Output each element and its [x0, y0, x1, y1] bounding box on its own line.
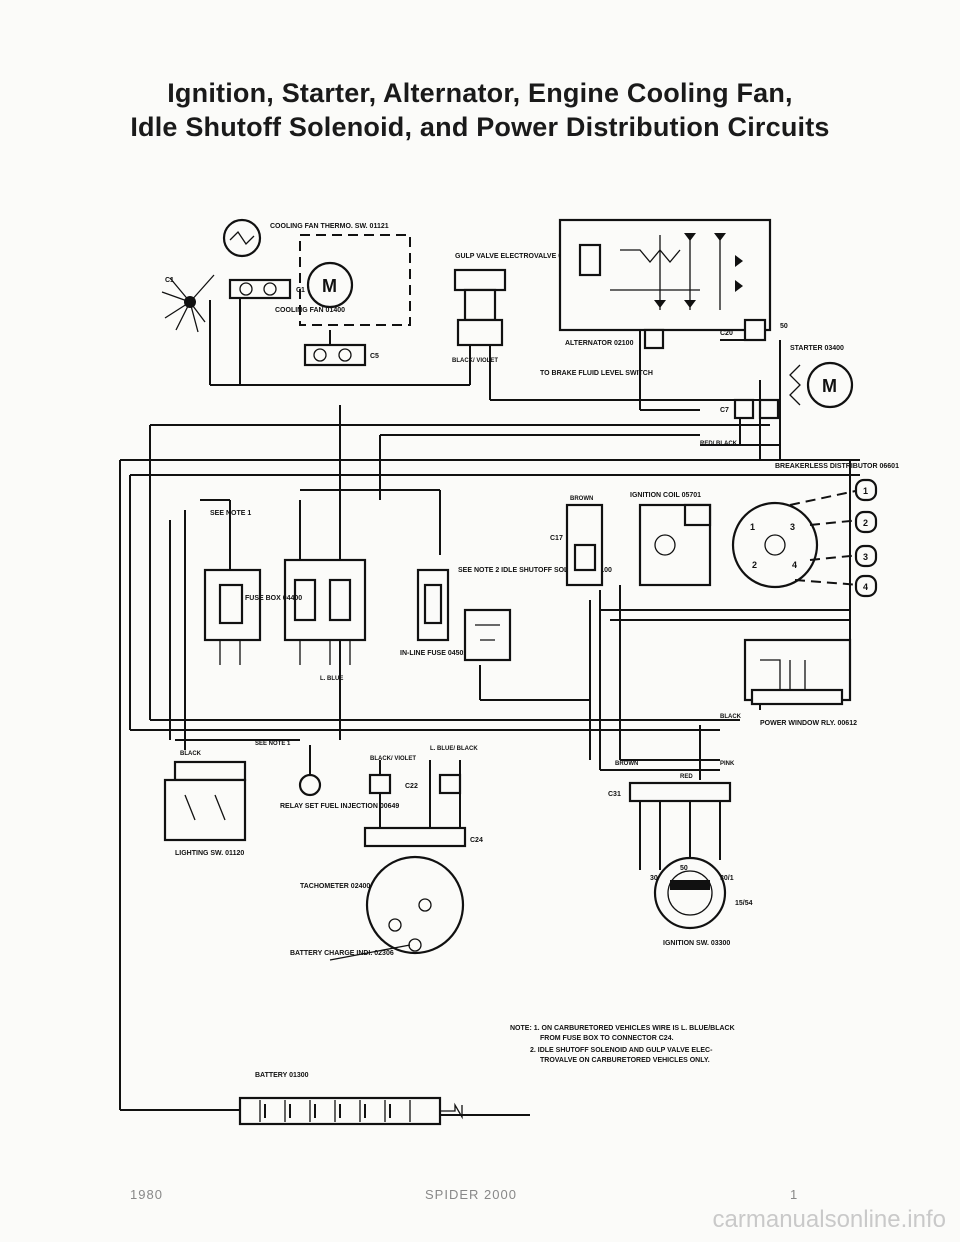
note-2a: 2. IDLE SHUTOFF SOLENOID AND GULP VALVE … [530, 1047, 713, 1054]
lighting-switch-label: LIGHTING SW. 01120 [175, 850, 244, 857]
alternator-label: ALTERNATOR 02100 [565, 340, 634, 347]
fuse-lblue-label: L. BLUE [320, 676, 343, 682]
idle-shutoff-solenoid: SEE NOTE 2 IDLE SHUTOFF SOLENOID 05100 [458, 567, 612, 662]
fuse-box: SEE NOTE 1 FUSE BOX 04400 L. BLUE [203, 510, 367, 682]
gulp-valve-label: GULP VALVE ELECTROVALVE 05306 [455, 253, 578, 260]
lighting-switch: BLACK LIGHTING SW. 01120 [163, 751, 247, 857]
title-line-2: Idle Shutoff Solenoid, and Power Distrib… [130, 112, 830, 142]
c22-label: C22 [405, 783, 418, 790]
power-window-relay: POWER WINDOW RLY. 00612 BLACK [720, 638, 857, 727]
starter-label: STARTER 03400 [790, 345, 844, 352]
battery-label: BATTERY 01300 [255, 1072, 309, 1079]
gulp-valve: GULP VALVE ELECTROVALVE 05306 BLACK/ VIO… [452, 253, 653, 377]
t30-label: 30 [650, 875, 658, 882]
connector-c22: C22 BLACK/ VIOLET L. BLUE/ BLACK [368, 746, 478, 795]
fuse-box-label: FUSE BOX 04400 [245, 595, 302, 602]
see-note-1b-label: SEE NOTE 1 [255, 741, 291, 747]
c17-label: C17 [550, 535, 563, 542]
alternator: ALTERNATOR 02100 C20 [558, 218, 772, 350]
fan-motor-label: COOLING FAN 01400 [275, 307, 345, 314]
dist-3: 3 [790, 522, 795, 532]
starter: 50 STARTER 03400 M C7 RED/ BLACK [700, 318, 854, 447]
c31-pink-label: PINK [720, 761, 735, 767]
starter-motor-m: M [822, 376, 837, 396]
see-note-1-label: SEE NOTE 1 [210, 510, 251, 517]
connector-c31: C31 BROWN RED PINK [608, 761, 735, 803]
c20-label: C20 [720, 330, 733, 337]
dist-2: 2 [752, 560, 757, 570]
dist-1: 1 [750, 522, 755, 532]
relay-set-label: RELAY SET FUEL INJECTION 00649 [280, 803, 399, 810]
footer-page: 1 [790, 1187, 799, 1202]
distributor-label: BREAKERLESS DISTRIBUTOR 06601 [775, 463, 899, 470]
c24-label: C24 [470, 837, 483, 844]
footer-year: 1980 [130, 1187, 163, 1202]
dist-4: 4 [792, 560, 797, 570]
connector-c24: C24 [363, 826, 483, 848]
inline-fuse-label: IN-LINE FUSE 04501 [400, 650, 467, 657]
tachometer-label: TACHOMETER 02400 [300, 883, 370, 890]
c22-wire-label: BLACK/ VIOLET [370, 756, 416, 762]
ignition-switch-label: IGNITION SW. 03300 [663, 940, 730, 947]
ignition-switch: 50 30 30/1 15/54 IGNITION SW. 03300 [650, 856, 753, 947]
main-wiring [119, 290, 860, 1116]
lighting-black-label: BLACK [180, 751, 202, 757]
watermark: carmanualsonline.info [712, 1206, 946, 1233]
t50-sw-label: 50 [680, 865, 688, 872]
inline-fuse: IN-LINE FUSE 04501 [400, 568, 467, 657]
relay-set: SEE NOTE 1 RELAY SET FUEL INJECTION 0064… [255, 741, 399, 810]
t15-54-label: 15/54 [735, 900, 753, 907]
plug-4-label: 4 [863, 582, 868, 592]
note-1b: FROM FUSE BOX TO CONNECTOR C24. [540, 1035, 674, 1042]
idle-solenoid-label: SEE NOTE 2 IDLE SHUTOFF SOLENOID 05100 [458, 567, 612, 574]
relay-black-label: BLACK [720, 714, 742, 720]
fan-switch-label: COOLING FAN THERMO. SW. 01121 [270, 223, 389, 230]
ignition-coil: C17 BROWN IGNITION COIL 05701 [550, 492, 712, 587]
ground-c1-label: C1 [165, 277, 174, 284]
t50-label: 50 [780, 323, 788, 330]
cooling-fan-thermo-switch: COOLING FAN THERMO. SW. 01121 C1 [222, 218, 389, 300]
gulp-valve-wire-label: BLACK/ VIOLET [452, 358, 498, 364]
notes: NOTE: 1. ON CARBURETORED VEHICLES WIRE I… [510, 1025, 735, 1064]
tachometer: TACHOMETER 02400 BATTERY CHARGE INDI. 02… [290, 855, 465, 961]
c31-red-label: RED [680, 774, 693, 780]
brake-fluid-label: TO BRAKE FLUID LEVEL SWITCH [540, 370, 653, 377]
c31-label: C31 [608, 791, 621, 798]
fan-motor-m: M [322, 276, 337, 296]
title-line-1: Ignition, Starter, Alternator, Engine Co… [167, 78, 793, 108]
breakerless-distributor: BREAKERLESS DISTRIBUTOR 06601 1 3 2 4 [731, 463, 899, 589]
c22-lblue-label: L. BLUE/ BLACK [430, 746, 478, 752]
note-2b: TROVALVE ON CARBURETORED VEHICLES ONLY. [540, 1057, 710, 1064]
footer-model: SPIDER 2000 [425, 1187, 517, 1202]
battery-charge-label: BATTERY CHARGE INDI. 02306 [290, 950, 394, 957]
plug-3-label: 3 [863, 552, 868, 562]
plug-2-label: 2 [863, 518, 868, 528]
brown-label: BROWN [570, 496, 593, 502]
c7-label: C7 [720, 407, 729, 414]
ignition-coil-label: IGNITION COIL 05701 [630, 492, 701, 499]
c5-label: C5 [370, 353, 379, 360]
battery: BATTERY 01300 [238, 1072, 463, 1126]
c31-brown-label: BROWN [615, 761, 638, 767]
ground-star-icon: C1 [161, 274, 215, 333]
note-1a: NOTE: 1. ON CARBURETORED VEHICLES WIRE I… [510, 1025, 735, 1032]
cooling-fan-motor: M COOLING FAN 01400 C5 [275, 234, 411, 367]
spark-plugs: 1 2 3 4 [854, 478, 878, 598]
red-black-label: RED/ BLACK [700, 441, 738, 447]
power-window-label: POWER WINDOW RLY. 00612 [760, 720, 857, 727]
t30-1-label: 30/1 [720, 875, 734, 882]
plug-1-label: 1 [863, 486, 868, 496]
